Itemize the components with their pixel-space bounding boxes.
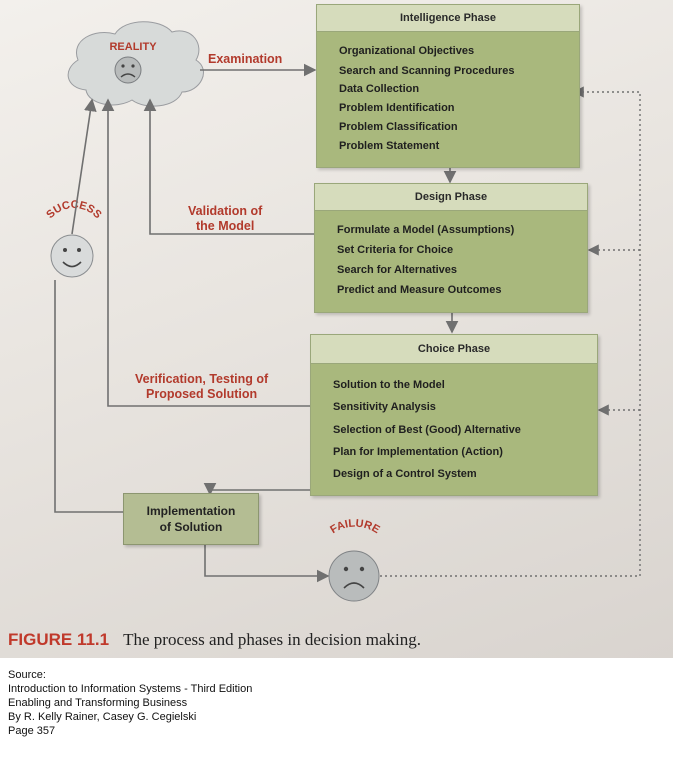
failure-label: FAILURE xyxy=(328,518,381,537)
validation-label: Validation of the Model xyxy=(188,204,263,233)
success-to-reality-arrow xyxy=(71,98,97,235)
choice-item: Solution to the Model xyxy=(333,379,445,391)
choice-phase-box: Choice Phase Solution to the Model Sensi… xyxy=(310,334,598,496)
reality-label: REALITY xyxy=(109,41,157,53)
success-face-icon xyxy=(50,234,94,278)
intelligence-item: Problem Identification xyxy=(339,102,455,114)
book-page-photo: SUCCESS FAILURE REALITY xyxy=(0,0,673,658)
intelligence-item: Data Collection xyxy=(339,83,420,95)
choice-item: Plan for Implementation (Action) xyxy=(333,446,503,458)
source-line: Introduction to Information Systems - Th… xyxy=(8,683,253,695)
design-item: Formulate a Model (Assumptions) xyxy=(337,224,515,236)
implementation-box: Implementation of Solution xyxy=(123,493,259,545)
source-line: By R. Kelly Rainer, Casey G. Cegielski xyxy=(8,711,197,723)
intelligence-phase-box: Intelligence Phase Organizational Object… xyxy=(316,4,580,168)
source-line: Enabling and Transforming Business xyxy=(8,697,188,709)
implementation-to-failure-arrow xyxy=(204,544,330,583)
source-attribution: Source: Introduction to Information Syst… xyxy=(8,668,252,738)
failure-face-icon xyxy=(328,550,380,602)
figure-number: FIGURE 11.1 xyxy=(8,630,110,649)
choice-item: Selection of Best (Good) Alternative xyxy=(333,424,521,436)
design-phase-title: Design Phase xyxy=(315,184,587,211)
failure-feedback-dotted-line xyxy=(380,86,641,577)
implementation-label: Implementation of Solution xyxy=(146,504,236,534)
examination-label: Examination xyxy=(208,52,283,66)
choice-to-implementation-arrow xyxy=(203,482,310,496)
verification-label: Verification, Testing of Proposed Soluti… xyxy=(135,372,269,401)
design-item: Predict and Measure Outcomes xyxy=(337,284,502,296)
source-line: Page 357 xyxy=(8,725,56,737)
intelligence-item: Search and Scanning Procedures xyxy=(339,65,515,77)
figure-caption-text: The process and phases in decision makin… xyxy=(123,630,422,649)
choice-item: Sensitivity Analysis xyxy=(333,401,436,413)
verification-loop-arrow xyxy=(101,98,310,407)
intelligence-item: Problem Statement xyxy=(339,140,440,152)
choice-phase-title: Choice Phase xyxy=(311,335,597,364)
design-item: Search for Alternatives xyxy=(337,264,458,276)
intelligence-item: Problem Classification xyxy=(339,121,458,133)
intelligence-phase-title: Intelligence Phase xyxy=(317,5,579,32)
design-item: Set Criteria for Choice xyxy=(337,244,454,256)
choice-item: Design of a Control System xyxy=(333,468,477,480)
decision-process-diagram: SUCCESS FAILURE REALITY xyxy=(44,21,641,602)
validation-loop-arrow xyxy=(143,98,314,235)
reality-cloud xyxy=(67,21,204,107)
intelligence-item: Organizational Objectives xyxy=(339,45,475,57)
implementation-to-success-line xyxy=(54,280,123,513)
design-phase-box: Design Phase Formulate a Model (Assumpti… xyxy=(314,183,588,313)
sad-face-icon xyxy=(114,56,142,84)
source-line: Source: xyxy=(8,669,46,681)
figure-caption: FIGURE 11.1 The process and phases in dec… xyxy=(8,630,421,650)
